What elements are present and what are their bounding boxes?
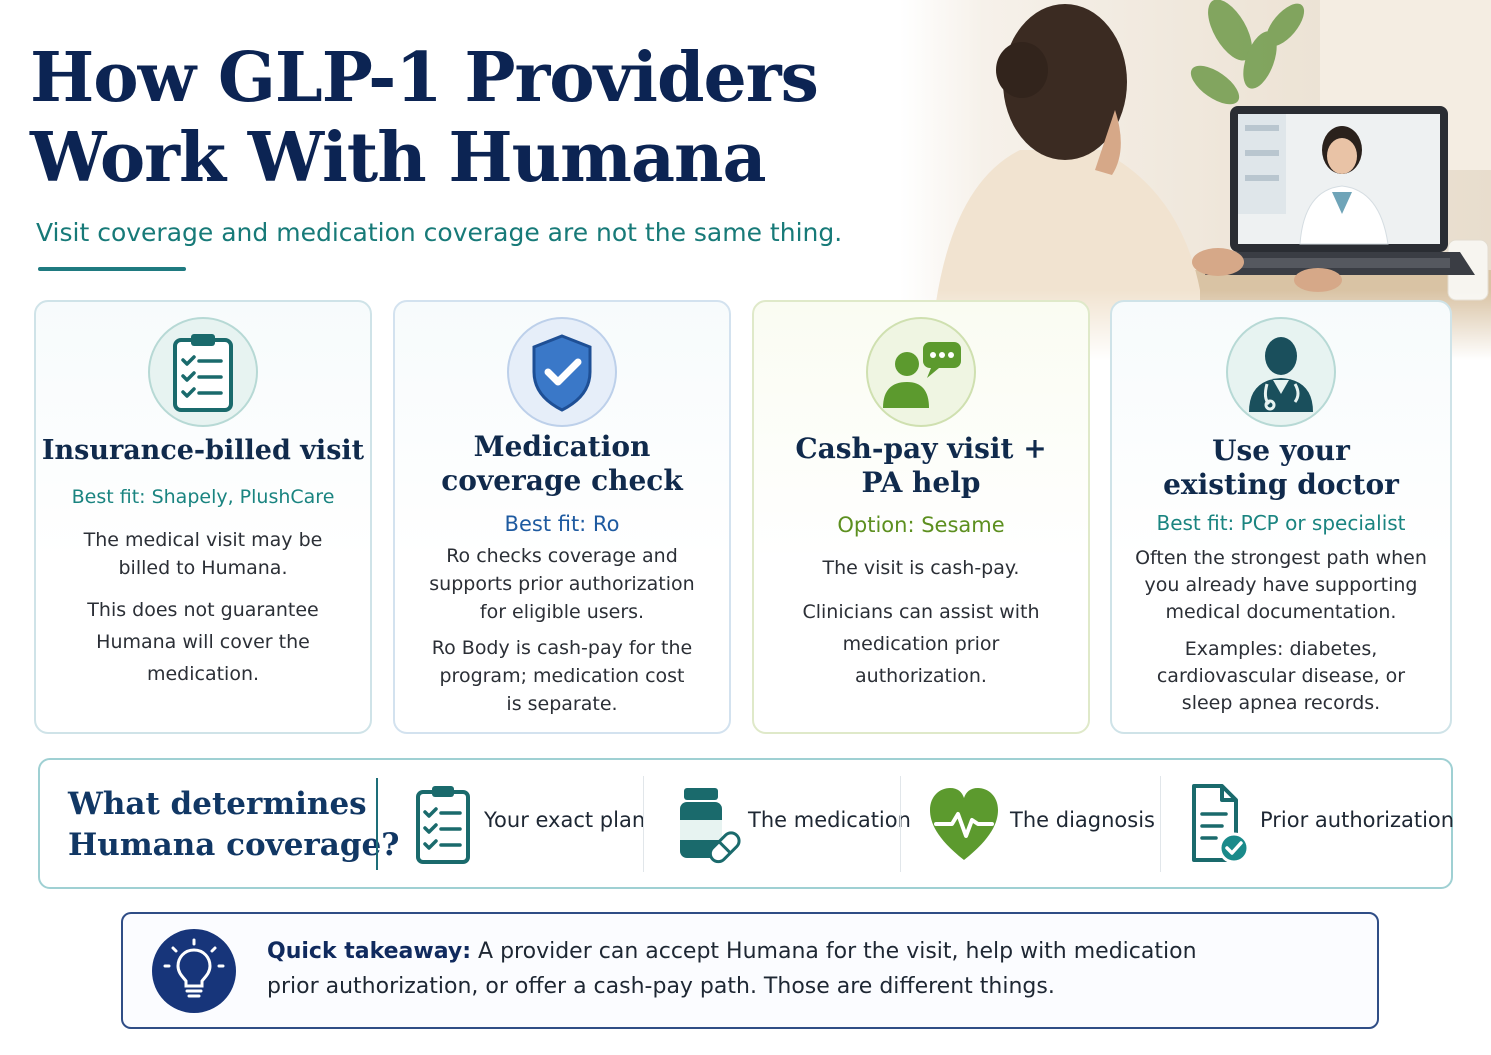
determinants-title-line: What determines [68,786,367,822]
card-option: Option: Sesame [837,513,1005,537]
takeaway-lead: Quick takeaway: [267,939,472,964]
card-title-line: PA help [861,466,981,499]
shield-check-icon [506,316,618,428]
title-underline [38,267,186,271]
card-best-fit: Best fit: PCP or specialist [1156,511,1406,535]
determinant-label: Prior authorization [1260,808,1455,832]
coverage-determinants-panel: What determines Humana coverage? Your ex… [38,758,1454,889]
card-best-fit: Best fit: Ro [504,512,620,536]
card-text-line: cardiovascular disease, or [1156,665,1406,687]
doctor-icon [1225,316,1337,428]
card-text-line: sleep apnea records. [1181,692,1381,714]
page-title-line-1: How GLP-1 Providers [30,38,819,118]
card-title-line: Cash-pay visit + [795,432,1047,465]
card-text-line: Clinicians can assist with [802,601,1040,623]
card-text-line: is separate. [506,693,618,715]
clipboard-icon [416,786,470,864]
takeaway-line-2: prior authorization, or offer a cash-pay… [267,974,1055,999]
card-description: The medical visit may be billed to Human… [54,526,352,582]
card-text-line: Examples: diabetes, [1184,638,1378,660]
card-text-line: Ro Body is cash-pay for the [431,637,693,659]
determinant-plan: Your exact plan [412,778,662,870]
card-text-line: Often the strongest path when [1135,547,1427,569]
card-note: This does not guarantee Humana will cove… [54,594,352,690]
card-cash-pay-visit: Cash-pay visit + PA help Option: Sesame … [752,300,1090,734]
card-note: Ro Body is cash-pay for the program; med… [413,634,711,718]
card-description: Ro checks coverage and supports prior au… [413,542,711,626]
card-title-line: Insurance-billed visit [41,435,365,466]
card-medication-coverage-check: Medication coverage check Best fit: Ro R… [393,300,731,734]
determinants-divider [376,778,378,870]
card-title: Use your existing doctor [1112,434,1450,502]
document-check-icon [1192,784,1250,864]
card-description: The visit is cash-pay. [772,554,1070,582]
determinant-separator [900,776,901,872]
card-existing-doctor: Use your existing doctor Best fit: PCP o… [1110,300,1452,734]
page-title-line-2: Work With Humana [30,118,767,198]
takeaway-line-1: A provider can accept Humana for the vis… [478,939,1197,964]
page-title: How GLP-1 Providers Work With Humana [30,38,890,198]
card-text-line: The visit is cash-pay. [822,557,1020,579]
heart-pulse-icon [930,788,998,860]
determinant-label: The diagnosis [1010,808,1155,832]
card-text-line: The medical visit may be [83,529,323,551]
page-subtitle: Visit coverage and medication coverage a… [36,218,843,247]
card-text-line: you already have supporting [1144,574,1418,596]
determinant-separator [1160,776,1161,872]
card-best-fit: Best fit: Shapely, PlushCare [71,486,335,508]
determinant-separator [643,776,644,872]
determinant-medication: The medication [674,778,914,870]
card-title-line: coverage check [441,464,683,497]
card-text-line: Ro checks coverage and [446,545,678,567]
lightbulb-icon [152,929,236,1013]
card-text-line: supports prior authorization [429,573,695,595]
card-text-line: This does not guarantee [87,599,319,621]
card-text-line: billed to Humana. [118,557,288,579]
card-title-line: existing doctor [1163,468,1399,501]
card-note: Examples: diabetes, cardiovascular disea… [1130,636,1432,717]
takeaway-text: Quick takeaway: A provider can accept Hu… [267,934,1267,1004]
card-note: Clinicians can assist with medication pr… [772,596,1070,692]
card-text-line: authorization. [855,665,987,687]
determinant-label: Your exact plan [484,808,646,832]
card-title: Insurance-billed visit [36,434,370,468]
clipboard-checklist-icon [147,316,259,428]
card-title-line: Medication [473,430,651,463]
card-insurance-billed-visit: Insurance-billed visit Best fit: Shapely… [34,300,372,734]
card-text-line: medication prior [842,633,1000,655]
person-chat-icon [865,316,977,428]
card-title: Medication coverage check [395,430,729,498]
determinant-diagnosis: The diagnosis [928,778,1168,870]
card-text-line: program; medication cost [439,665,685,687]
card-text-line: Humana will cover the [96,631,310,653]
card-description: Often the strongest path when you alread… [1130,545,1432,626]
medication-bottle-icon [680,788,741,864]
card-text-line: medication. [146,663,260,685]
determinants-title: What determines Humana coverage? [68,784,400,866]
card-text-line: for eligible users. [479,601,645,623]
card-title: Cash-pay visit + PA help [754,432,1088,500]
card-title-line: Use your [1212,434,1350,467]
quick-takeaway-box: Quick takeaway: A provider can accept Hu… [121,912,1379,1029]
determinant-label: The medication [748,808,911,832]
card-text-line: medical documentation. [1165,601,1397,623]
determinant-prior-authorization: Prior authorization [1188,778,1454,870]
determinants-title-line: Humana coverage? [68,827,400,863]
